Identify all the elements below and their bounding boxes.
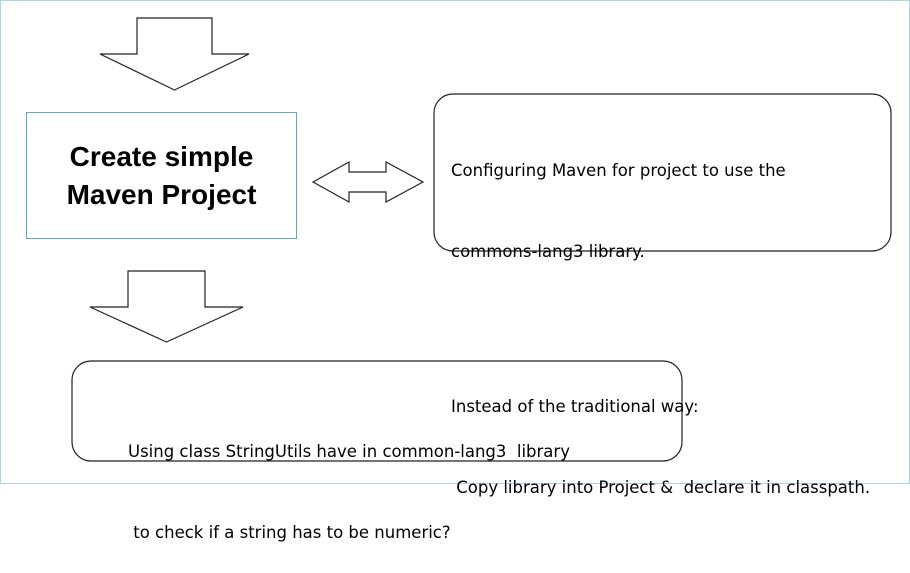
- bidirectional-arrow: [311, 160, 425, 204]
- create-project-box: Create simple Maven Project: [26, 112, 297, 239]
- bottom-note-line2: to check if a string has to be numeric?: [128, 523, 451, 542]
- bottom-note-line1: Using class StringUtils have in common-l…: [128, 442, 570, 461]
- bottom-note-text: Using class StringUtils have in common-l…: [128, 384, 570, 573]
- create-project-line2: Maven Project: [66, 178, 257, 210]
- create-project-line1: Create simple: [69, 140, 254, 172]
- right-note-box: [433, 93, 892, 252]
- middle-down-arrow: [89, 270, 244, 343]
- right-note-line1: Configuring Maven for project to use the: [451, 161, 786, 180]
- diagram-shapes: [71, 17, 892, 462]
- right-note-spacer: [451, 319, 870, 339]
- right-note-line3: Instead of the traditional way:: [451, 397, 699, 416]
- right-note-line2: commons-lang3 library.: [451, 242, 645, 261]
- bottom-note-box: [71, 360, 683, 462]
- top-down-arrow: [99, 17, 250, 91]
